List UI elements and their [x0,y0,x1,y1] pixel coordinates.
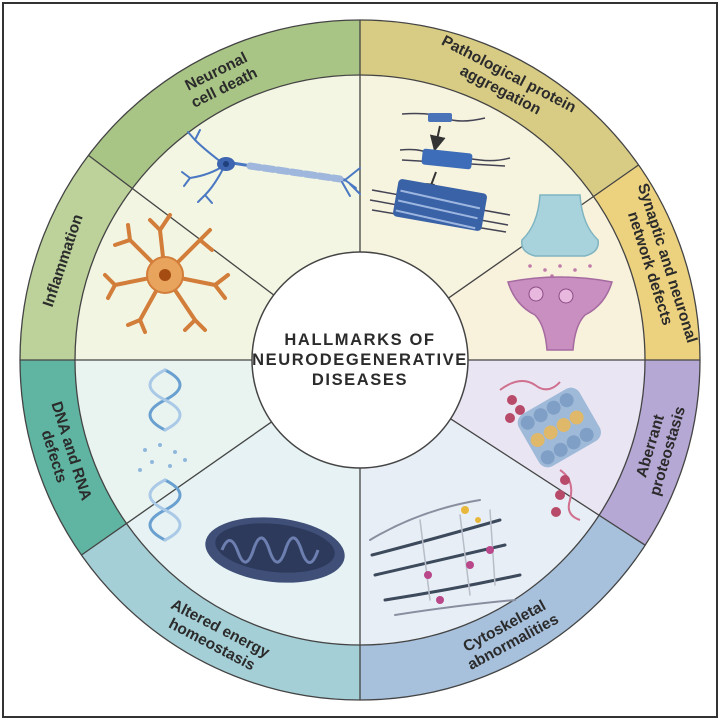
center-title-line-1: HALLMARKS OF [284,331,435,349]
segment-band-neuronal-cell-death [88,20,360,189]
dna-helix-icon [138,368,187,542]
center-circle [251,251,469,469]
segment-band-synaptic-network-defects [593,164,700,360]
segment-divider [88,154,275,296]
segment-divider [450,418,646,546]
segment-band-cytoskeletal-abnormalities [360,515,646,700]
segment-band-inflammation [20,155,133,360]
segment-band-pathological-protein-aggregation [360,20,639,197]
center-title-line-2: NEURODEGENERATIVE [252,351,468,369]
microglia-icon [103,213,230,334]
segment-inner-pathological-protein-aggregation [360,75,594,299]
segment-band-aberrant-proteostasis [599,360,700,546]
segment-inner-cytoskeletal-abnormalities [360,418,600,645]
segment-band-altered-energy-homeostasis [81,523,360,700]
mitochondrion-icon [205,517,345,583]
protein-fibril-icon [369,112,511,233]
segment-inner-neuronal-cell-death [132,75,360,296]
center-title-line-3: DISEASES [312,371,408,389]
segment-band-dna-rna-defects [20,360,127,556]
neuron-icon [181,129,361,204]
synapse-icon [507,194,613,351]
segment-inner-dna-rna-defects [75,360,272,524]
cytoskeleton-icon [369,499,522,616]
proteasome-icon [499,380,601,521]
